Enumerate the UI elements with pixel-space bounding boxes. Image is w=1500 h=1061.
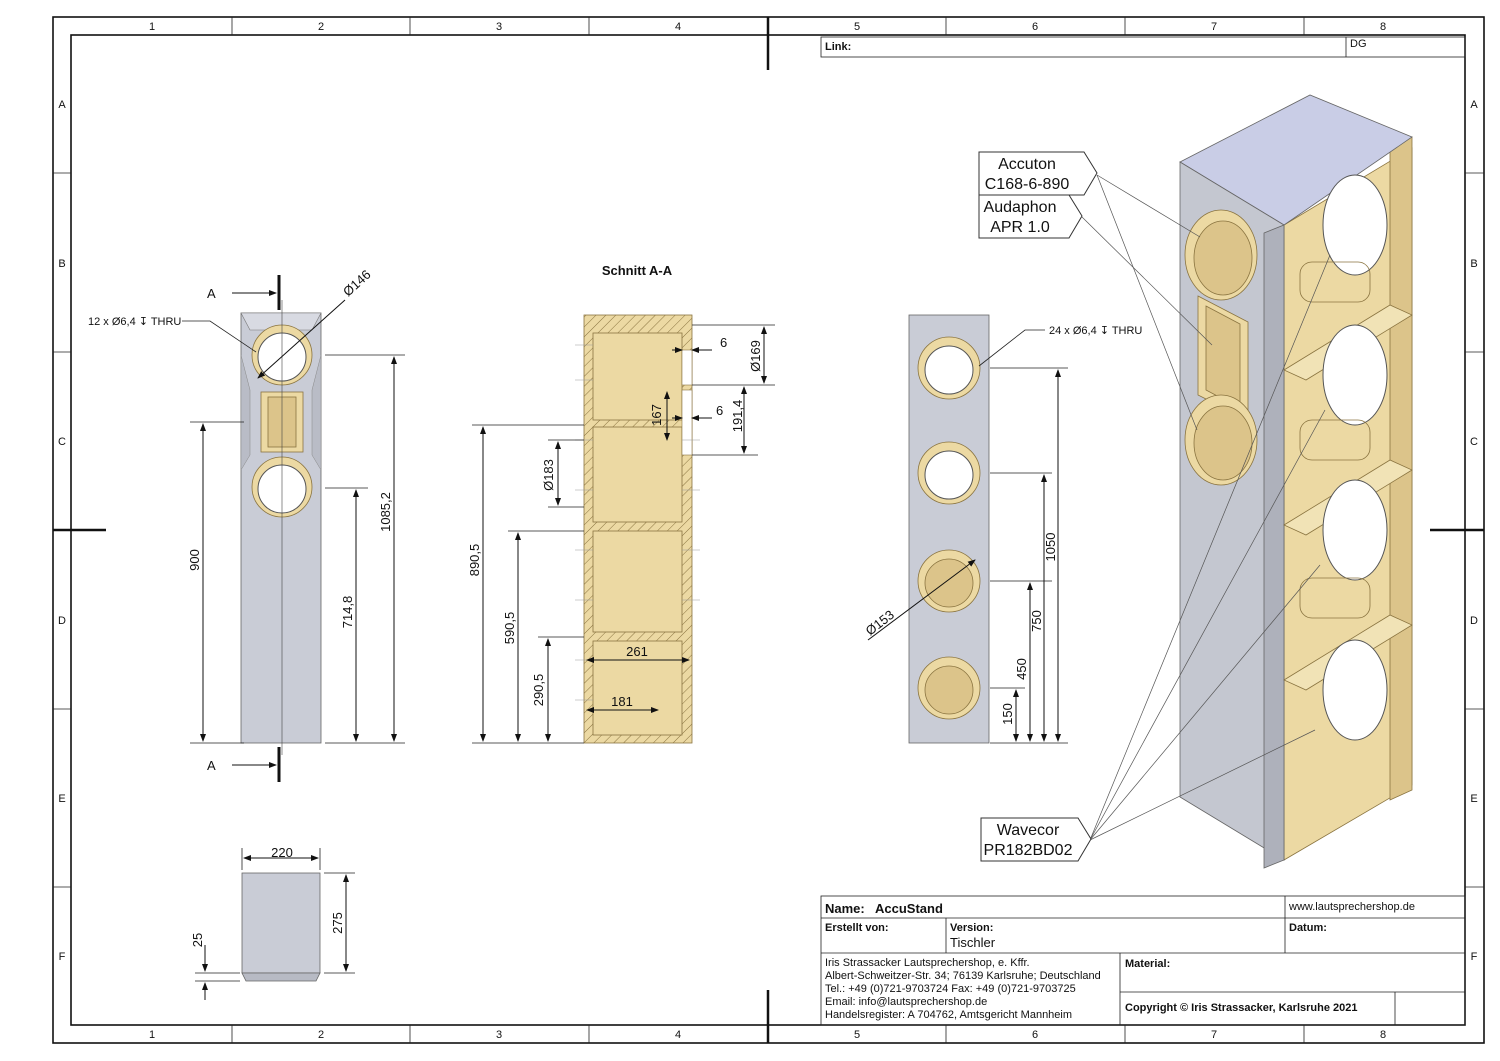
- col-label: 1: [149, 1029, 155, 1041]
- col-label: 8: [1380, 21, 1386, 33]
- diameter-label: Ø146: [340, 267, 374, 299]
- address-line: Iris Strassacker Lautsprechershop, e. Kf…: [825, 957, 1030, 969]
- callout-line: C168-6-890: [985, 176, 1070, 193]
- link-box: Link: DG: [820, 36, 1466, 58]
- dim-714: 714,8: [340, 596, 355, 629]
- dim-900: 900: [187, 549, 202, 571]
- dim-169: Ø169: [748, 340, 763, 372]
- dim-150: 150: [1000, 703, 1015, 725]
- callout-wavecor: Wavecor PR182BD02: [980, 817, 1092, 862]
- row-label: F: [1471, 951, 1478, 963]
- front-view: A A 12 x Ø6,4 ↧ THRU Ø146 900 714,8 1085…: [88, 267, 405, 782]
- col-label: 3: [496, 1029, 502, 1041]
- website: www.lautsprechershop.de: [1288, 901, 1415, 913]
- dim-261: 261: [626, 644, 648, 659]
- section-marker: A: [207, 758, 216, 773]
- dim-6b: 6: [716, 403, 723, 418]
- dim-191: 191,4: [730, 400, 745, 433]
- col-label: 8: [1380, 1029, 1386, 1041]
- section-view: Schnitt A-A Ø169 6 6 191,4 167: [467, 263, 775, 744]
- row-label: E: [1470, 793, 1477, 805]
- col-label: 6: [1032, 21, 1038, 33]
- version-value: Tischler: [950, 935, 996, 950]
- back-view: 24 x Ø6,4 ↧ THRU Ø153 1050 750 450 150: [863, 314, 1142, 744]
- col-label: 2: [318, 21, 324, 33]
- row-label: D: [1470, 615, 1478, 627]
- callout-accuton: Accuton C168-6-890: [978, 151, 1098, 196]
- col-label: 4: [675, 21, 681, 33]
- address-line: Handelsregister: A 704762, Amtsgericht M…: [825, 1009, 1072, 1021]
- row-label: A: [1470, 99, 1478, 111]
- dim-450: 450: [1014, 658, 1029, 680]
- holes-note: 24 x Ø6,4 ↧ THRU: [1049, 325, 1142, 337]
- col-label: 6: [1032, 1029, 1038, 1041]
- version-label: Version:: [950, 922, 993, 934]
- title-block: Name: AccuStand www.lautsprechershop.de …: [820, 895, 1466, 1026]
- link-label: Link:: [825, 41, 851, 53]
- dim-1050: 1050: [1043, 533, 1058, 562]
- diameter-label: Ø153: [863, 607, 897, 638]
- callout-line: Accuton: [998, 156, 1056, 173]
- dim-183: Ø183: [541, 459, 556, 491]
- row-label: E: [58, 793, 65, 805]
- col-label: 3: [496, 21, 502, 33]
- col-label: 7: [1211, 21, 1217, 33]
- col-label: 4: [675, 1029, 681, 1041]
- col-label: 5: [854, 21, 860, 33]
- row-label: C: [58, 436, 66, 448]
- created-label: Erstellt von:: [825, 922, 889, 934]
- row-label: C: [1470, 436, 1478, 448]
- dim-6a: 6: [720, 335, 727, 350]
- callout-line: Wavecor: [997, 822, 1060, 839]
- dim-25: 25: [190, 933, 205, 947]
- date-label: Datum:: [1289, 922, 1327, 934]
- dim-220: 220: [271, 845, 293, 860]
- border-row-labels: A B C D E F A B C D E F: [58, 99, 1478, 963]
- section-marker: A: [207, 286, 216, 301]
- row-label: B: [58, 258, 65, 270]
- initials: DG: [1350, 38, 1367, 50]
- border-column-labels: 1 2 3 4 5 6 7 8 1 2 3 4 5 6 7 8: [149, 21, 1386, 1041]
- address-line: Albert-Schweitzer-Str. 34; 76139 Karlsru…: [825, 970, 1101, 982]
- address-line: Email: info@lautsprechershop.de: [825, 996, 987, 1008]
- holes-note: 12 x Ø6,4 ↧ THRU: [88, 316, 181, 328]
- name-value: AccuStand: [875, 901, 943, 916]
- col-label: 5: [854, 1029, 860, 1041]
- col-label: 1: [149, 21, 155, 33]
- address-line: Tel.: +49 (0)721-9703724 Fax: +49 (0)721…: [825, 983, 1076, 995]
- callout-audaphon: Audaphon APR 1.0: [978, 194, 1083, 239]
- callout-line: PR182BD02: [984, 842, 1073, 859]
- col-label: 2: [318, 1029, 324, 1041]
- dim-275: 275: [330, 912, 345, 934]
- dim-1085: 1085,2: [378, 492, 393, 532]
- col-label: 7: [1211, 1029, 1217, 1041]
- material-label: Material:: [1125, 958, 1170, 970]
- dim-181: 181: [611, 694, 633, 709]
- isometric-view: [1179, 94, 1413, 869]
- callout-line: APR 1.0: [990, 219, 1050, 236]
- top-view: 220 275 25: [190, 845, 355, 1000]
- row-label: F: [59, 951, 66, 963]
- row-label: B: [1470, 258, 1477, 270]
- row-label: D: [58, 615, 66, 627]
- dim-590: 590,5: [502, 612, 517, 645]
- drawing-frame: [52, 16, 1485, 1044]
- row-label: A: [58, 99, 66, 111]
- dim-890: 890,5: [467, 544, 482, 577]
- name-label: Name:: [825, 901, 865, 916]
- dim-750: 750: [1029, 610, 1044, 632]
- dim-290: 290,5: [531, 674, 546, 707]
- dim-167: 167: [649, 404, 664, 426]
- copyright: Copyright © Iris Strassacker, Karlsruhe …: [1125, 1002, 1358, 1014]
- callout-line: Audaphon: [984, 199, 1057, 216]
- callout-leaders: [1081, 174, 1331, 841]
- section-title: Schnitt A-A: [602, 263, 673, 278]
